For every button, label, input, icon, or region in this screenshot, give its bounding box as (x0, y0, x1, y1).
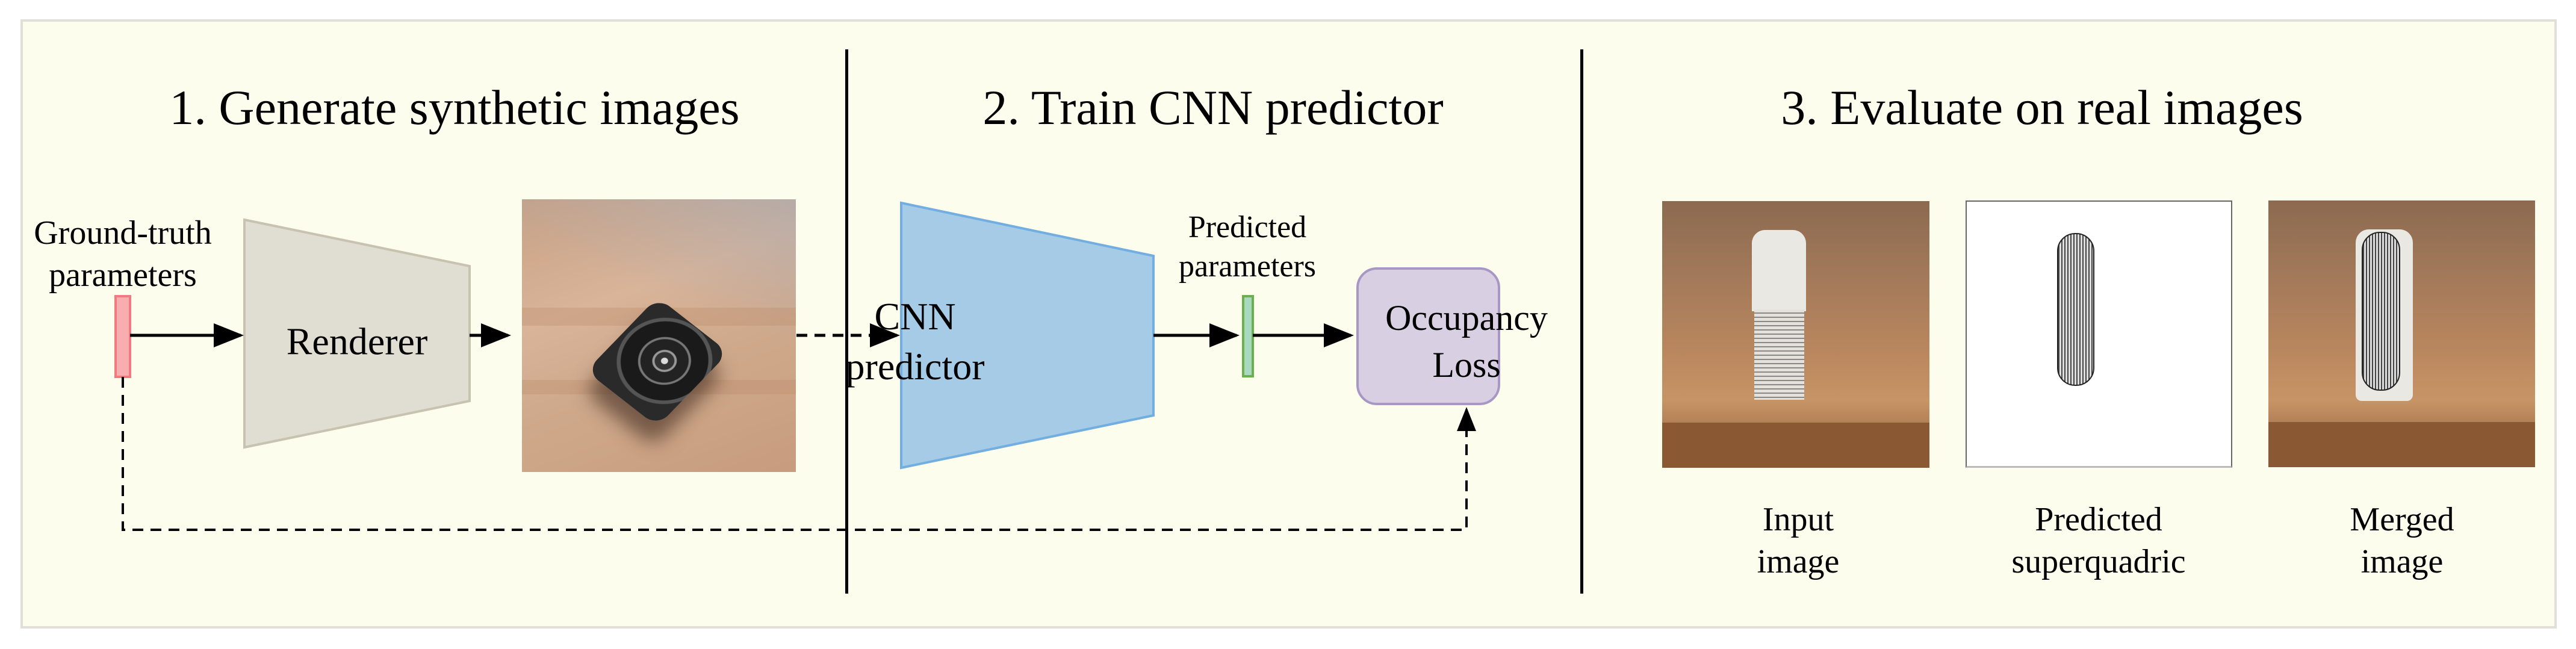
synthetic-image (522, 199, 796, 472)
input-image (1662, 201, 1929, 468)
superquadric-mesh (2057, 233, 2094, 386)
section-divider-1 (845, 49, 848, 594)
pred-params-label-line1: Predicted (1188, 210, 1307, 244)
caption-predicted-line1: Predicted (2035, 501, 2162, 538)
renderer-label: Renderer (286, 320, 428, 363)
occupancy-loss-block (1356, 267, 1500, 405)
arrow-gt-to-loss-dashed (122, 377, 1476, 531)
merged-table-edge (2268, 422, 2535, 467)
caption-merged-line2: image (2360, 543, 2444, 580)
predicted-superquadric-image (1966, 200, 2232, 468)
section-title-evaluate: 3. Evaluate on real images (1781, 80, 2303, 135)
pred-params-label-line2: parameters (1178, 249, 1317, 284)
gt-params-label: Ground-truth parameters (34, 212, 212, 296)
section-title-generate: 1. Generate synthetic images (169, 80, 740, 135)
table-edge (1662, 423, 1929, 468)
merged-superquadric-overlay (2362, 232, 2400, 391)
caption-predicted-superquadric: Predicted superquadric (2011, 498, 2185, 583)
cnn-predictor-block (900, 201, 1155, 470)
section-title-train: 2. Train CNN predictor (982, 80, 1444, 135)
caption-input-line1: Input (1762, 501, 1834, 538)
caption-input-line2: image (1757, 543, 1840, 580)
cnn-predictor-label: CNN predictor (846, 291, 985, 391)
occupancy-loss-label: Occupancy Loss (1385, 294, 1548, 388)
section-divider-2 (1580, 49, 1583, 594)
caption-input-image: Input image (1757, 498, 1840, 583)
spray-can-cap (1752, 230, 1806, 311)
gt-params-label-line1: Ground-truth (34, 214, 212, 252)
loss-label-line2: Loss (1432, 345, 1501, 385)
caption-predicted-line2: superquadric (2011, 543, 2186, 580)
spray-can-body (1754, 309, 1804, 400)
caption-merged-image: Merged image (2350, 498, 2454, 583)
caption-merged-line1: Merged (2350, 501, 2454, 538)
pred-params-label: Predicted parameters (1179, 208, 1316, 286)
cnn-label-line2: predictor (845, 345, 985, 388)
cnn-label-line1: CNN (874, 294, 956, 338)
renderer-block (243, 218, 471, 449)
gt-params-label-line2: parameters (49, 256, 197, 294)
loss-label-line1: Occupancy (1385, 298, 1548, 338)
merged-image (2268, 200, 2535, 467)
